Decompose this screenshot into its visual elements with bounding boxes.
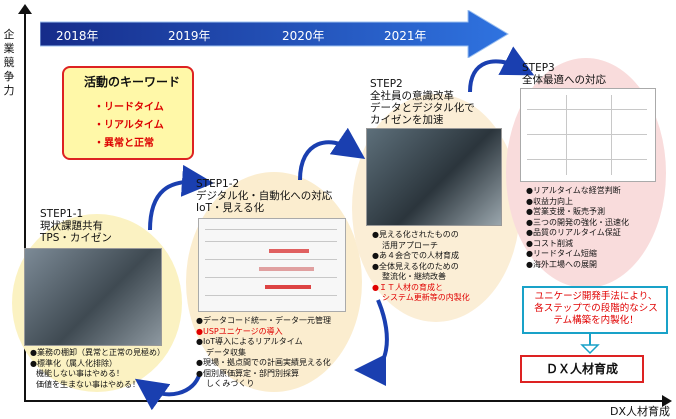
step2-title: STEP2 全社員の意識改革 データとデジタル化で カイゼンを加速 bbox=[370, 78, 475, 126]
callout-text: ユニケージ開発手法により、各ステップでの段階的なシステム構築を内製化！ bbox=[534, 291, 658, 326]
step1-2-bullets: ●データコード統一・データ一元管理 ●USPユニケージの導入 ●IoT導入による… bbox=[196, 316, 331, 388]
y-axis bbox=[24, 12, 26, 402]
meeting-photo bbox=[24, 248, 162, 346]
factory-monitor-photo bbox=[366, 128, 502, 226]
year-label: 2020年 bbox=[282, 29, 325, 43]
arrow-step1-2-back bbox=[134, 371, 202, 411]
callout-arrowhead bbox=[580, 344, 600, 355]
keywords-title: 活動のキーワード bbox=[84, 75, 181, 89]
keyword-item: ・リードタイム bbox=[94, 102, 164, 113]
keyword-item: ・リアルタイム bbox=[94, 120, 164, 131]
x-axis-arrowhead bbox=[662, 395, 672, 407]
step3-title: STEP3 全体最適への対応 bbox=[522, 62, 606, 86]
timeline-arrow bbox=[40, 10, 509, 58]
year-label: 2018年 bbox=[56, 29, 99, 43]
analytics-charts bbox=[520, 88, 656, 182]
keyword-item: ・異常と正常 bbox=[94, 138, 154, 149]
unicage-callout: ユニケージ開発手法により、各ステップでの段階的なシステム構築を内製化！ bbox=[522, 286, 668, 334]
dx-talent-box: ＤＸ人材育成 bbox=[520, 355, 644, 383]
arrow-step1-1-to-1-2 bbox=[148, 164, 214, 231]
step3-bullets: ●リアルタイムな経営判断 ●収益力向上 ●営業支援・販売予測 ●三つの開発の強化… bbox=[526, 186, 629, 269]
step1-1-title: STEP1-1 現状課題共有 TPS・カイゼン bbox=[40, 208, 112, 244]
y-axis-label: 企業競争力 bbox=[3, 28, 15, 97]
keywords-box: 活動のキーワード ・リードタイム ・リアルタイム ・異常と正常 bbox=[62, 66, 194, 160]
arrow-step2-to-3 bbox=[468, 46, 535, 93]
arrow-step1-2-to-2 bbox=[298, 127, 366, 181]
x-axis bbox=[24, 400, 664, 402]
step2-bullets: ●見える化されたものの 活用アプローチ ●あ４会合での人材育成 ●全体見える化の… bbox=[372, 230, 470, 302]
year-label: 2021年 bbox=[384, 29, 427, 43]
y-axis-arrowhead bbox=[18, 4, 32, 14]
step1-1-bullets: ●業務の棚卸（異常と正常の見極め） ●標準化（属人化排除） 機能しない事はやめる… bbox=[30, 348, 165, 389]
year-label: 2019年 bbox=[168, 29, 211, 43]
dashboard-screenshot bbox=[198, 218, 346, 312]
step1-2-title: STEP1-2 デジタル化・自動化への対応 IoT・見える化 bbox=[196, 178, 333, 214]
arrow-step2-back bbox=[354, 299, 389, 386]
